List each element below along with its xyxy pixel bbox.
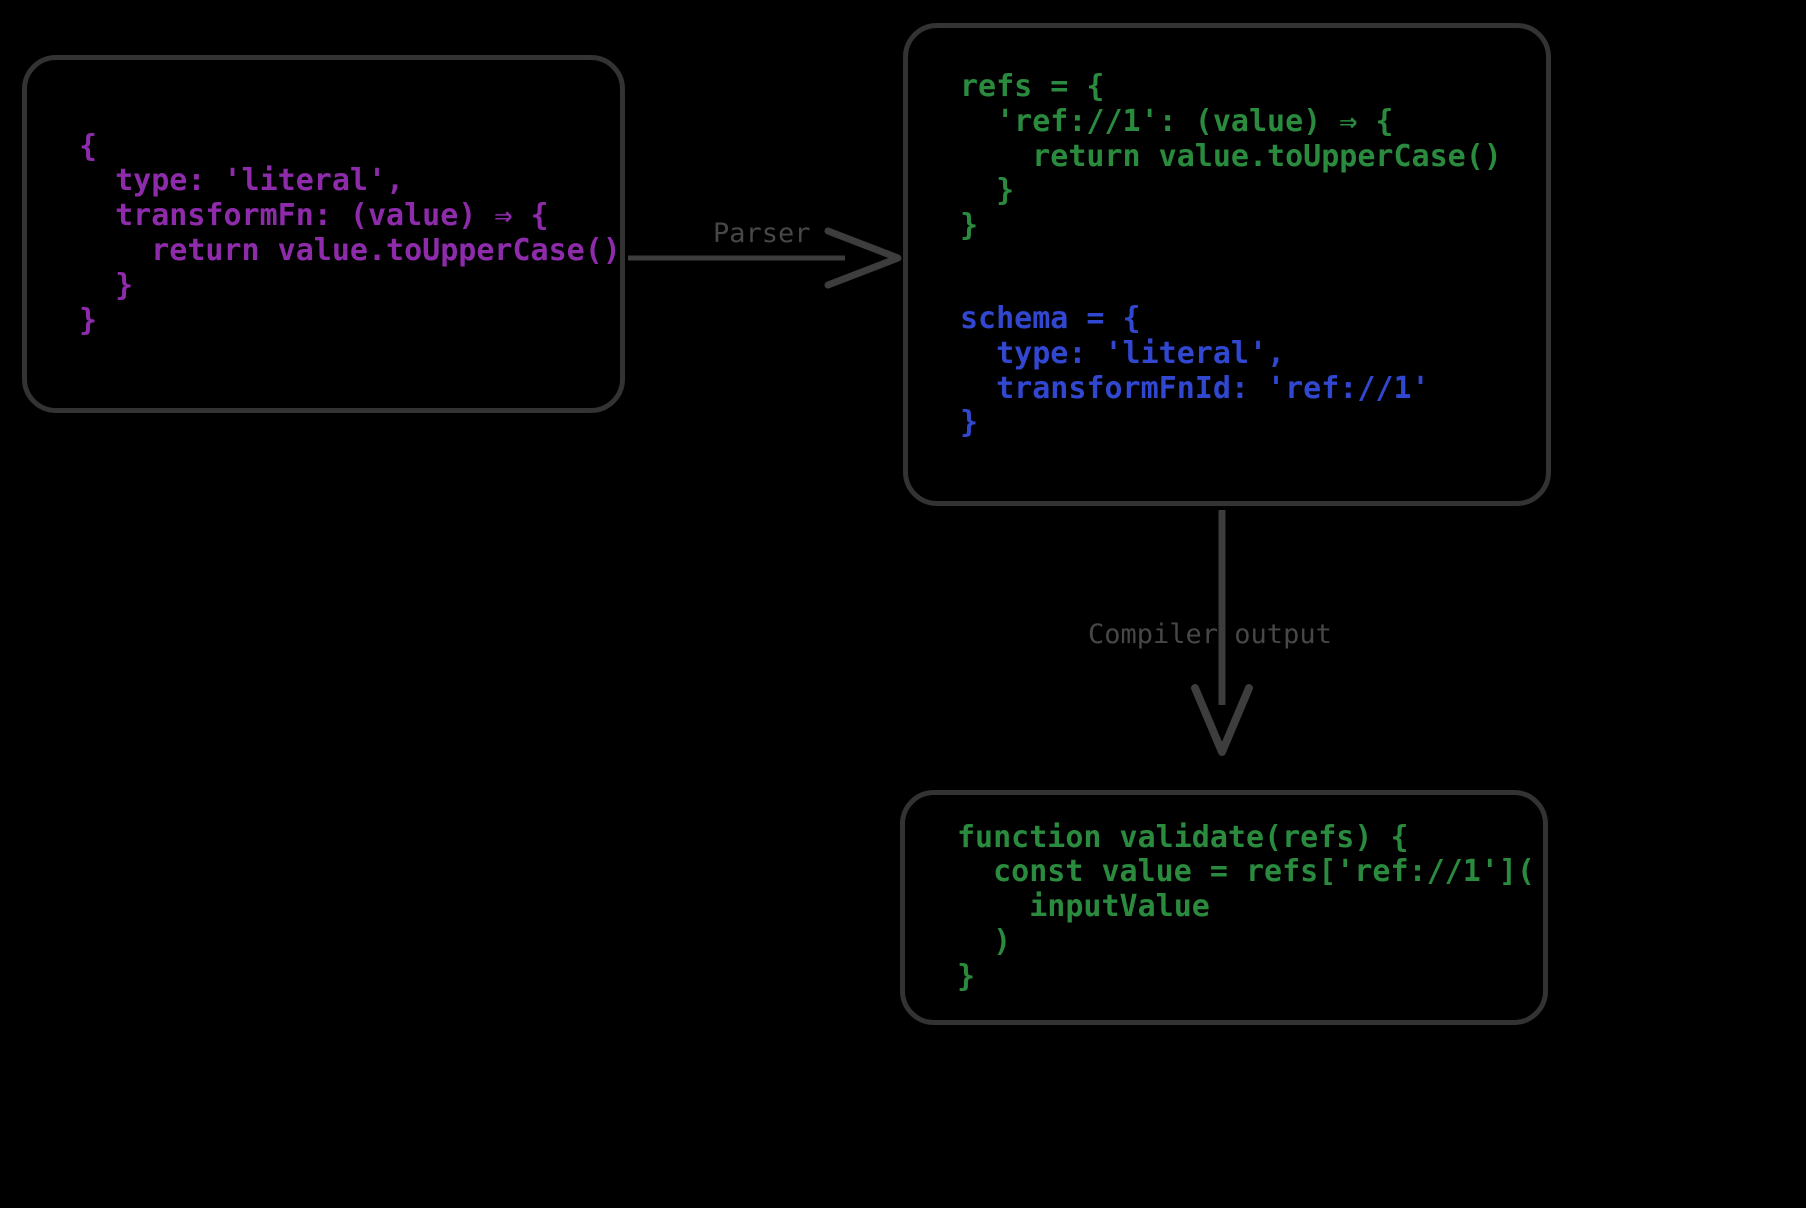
ir-code-spacer [908, 244, 1502, 302]
node-input-schema-object[interactable]: { type: 'literal', transformFn: (value) … [22, 55, 625, 413]
node-intermediate-representation[interactable]: refs = { 'ref://1': (value) ⇒ { return v… [903, 23, 1551, 506]
edge-label-compiler-output: Compiler output [1088, 619, 1332, 650]
ir-code-stack: refs = { 'ref://1': (value) ⇒ { return v… [908, 28, 1502, 501]
output-validate-code: function validate(refs) { const value = … [957, 819, 1535, 994]
ir-schema-code: schema = { type: 'literal', transformFnI… [960, 300, 1430, 441]
input-schema-code: { type: 'literal', transformFn: (value) … [79, 128, 621, 338]
ir-refs-code: refs = { 'ref://1': (value) ⇒ { return v… [960, 69, 1502, 244]
node-compiled-validate-function[interactable]: function validate(refs) { const value = … [900, 790, 1548, 1025]
edge-label-parser: Parser [713, 218, 811, 249]
